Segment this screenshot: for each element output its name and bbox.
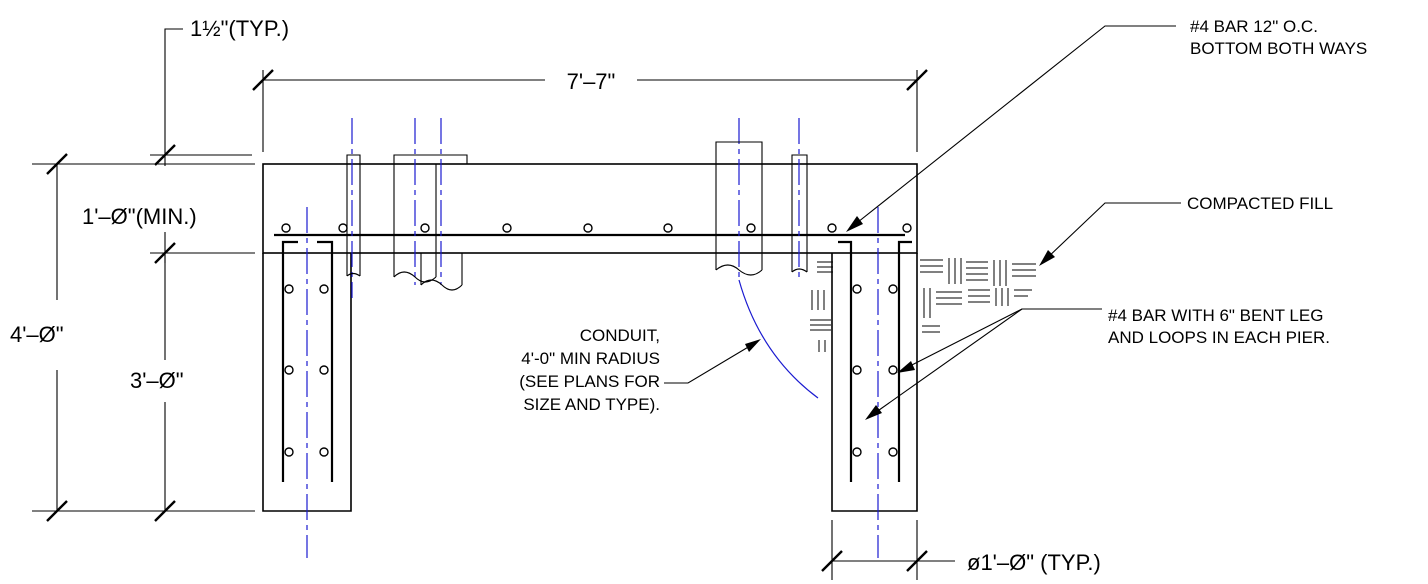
overall-width-dimension: 7'–7" xyxy=(567,69,616,94)
conduit-note-line2: 4'-0" MIN RADIUS xyxy=(521,349,660,368)
compacted-fill-hatch xyxy=(810,258,1036,352)
conduit-note-line4: SIZE AND TYPE). xyxy=(523,395,660,414)
slab-outline xyxy=(262,163,918,254)
conduit-note-line3: (SEE PLANS FOR xyxy=(519,372,660,391)
pier-diameter-dimension: ø1'–Ø" (TYP.) xyxy=(967,550,1101,575)
top-min-dimension: 1'–Ø"(MIN.) xyxy=(82,204,197,229)
right-pier-rebar xyxy=(838,240,912,482)
total-depth-dimension: 4'–Ø" xyxy=(10,322,64,347)
left-pier-rebar xyxy=(281,240,334,482)
right-pier-outline xyxy=(831,253,918,512)
pier-bar-note-line2: AND LOOPS IN EACH PIER. xyxy=(1108,328,1330,347)
conduits xyxy=(346,141,808,291)
leader-lines xyxy=(664,25,1181,420)
dimension-lines xyxy=(32,28,955,580)
pier-bar-note-line1: #4 BAR WITH 6" BENT LEG xyxy=(1108,306,1323,325)
bottom-bar-note-line2: BOTTOM BOTH WAYS xyxy=(1190,39,1367,58)
pier-depth-dimension: 3'–Ø" xyxy=(130,368,184,393)
centerlines xyxy=(306,118,879,558)
conduit-note-line1: CONDUIT, xyxy=(580,326,660,345)
conduit-bend-arc xyxy=(738,279,819,399)
bottom-bar-note-line1: #4 BAR 12" O.C. xyxy=(1190,17,1318,36)
top-rebar xyxy=(274,223,912,237)
compacted-fill-note: COMPACTED FILL xyxy=(1187,194,1333,213)
cover-typ-dimension: 1½"(TYP.) xyxy=(190,16,289,41)
